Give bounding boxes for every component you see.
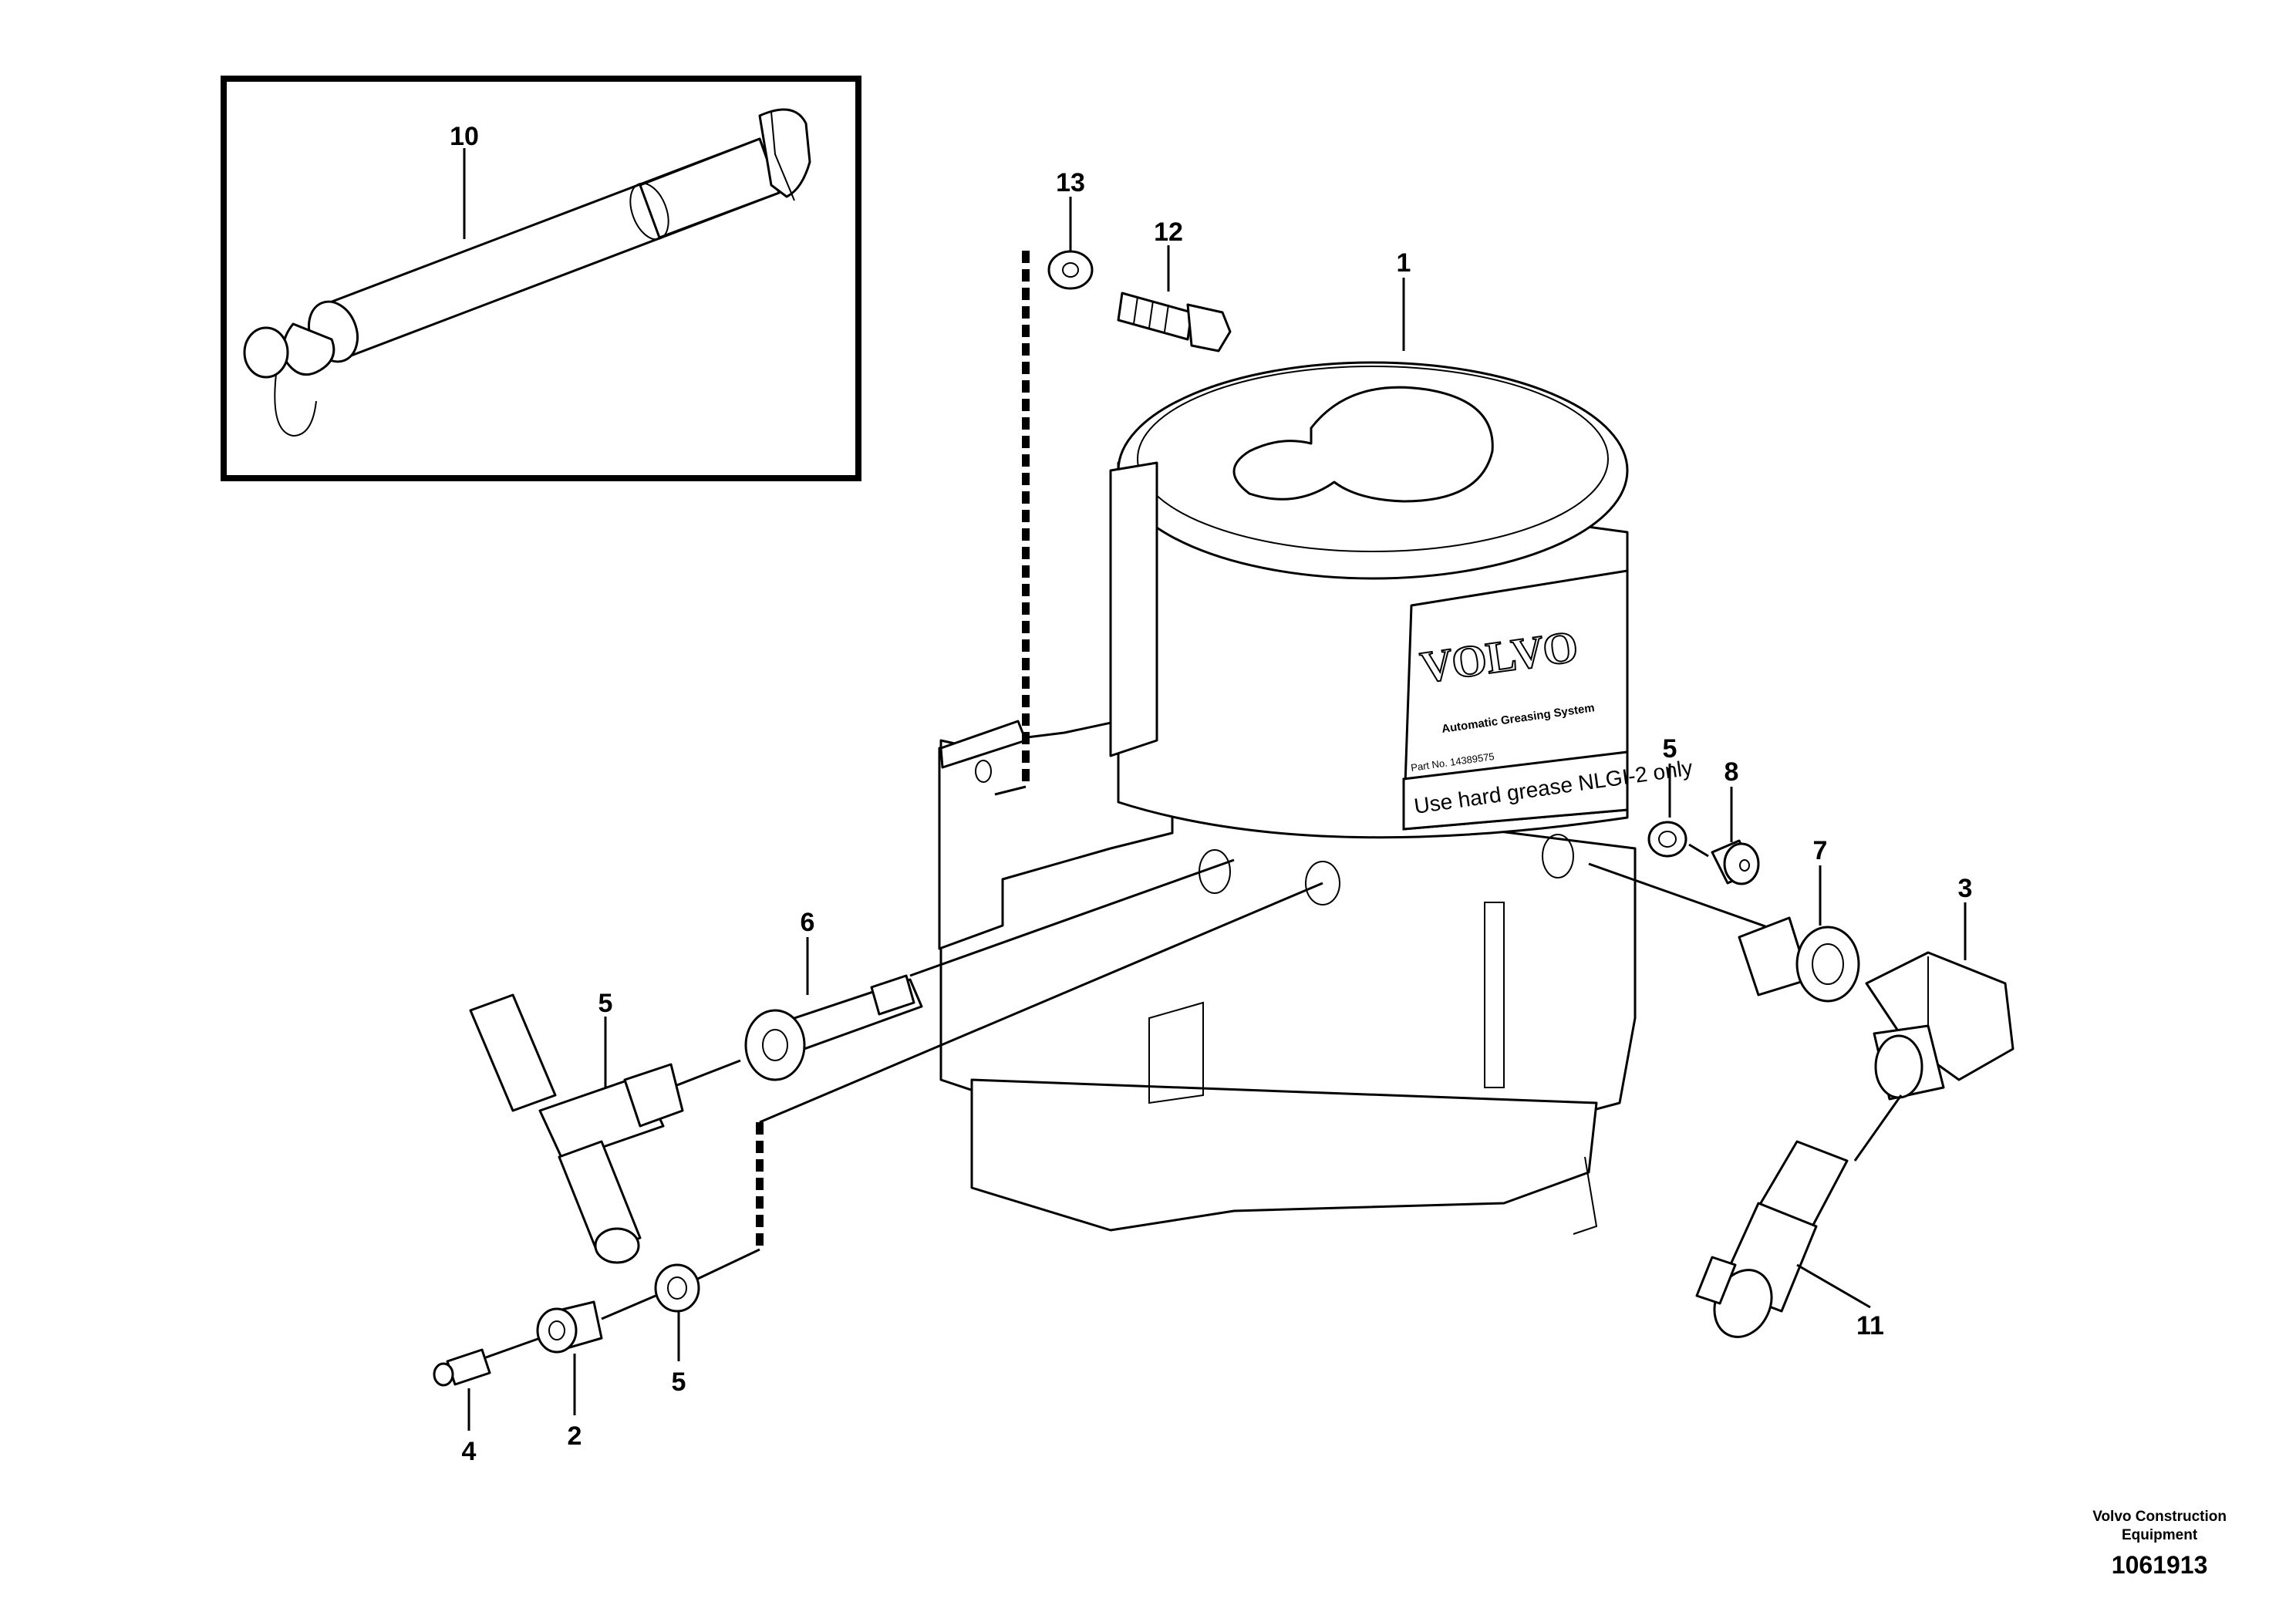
document-number: 1061913 <box>2111 1551 2208 1579</box>
callout-5-bottom: 5 <box>672 1367 686 1397</box>
washer-13 <box>1047 250 1094 290</box>
bolt-12 <box>1117 292 1232 352</box>
elbow-3 <box>1865 951 2014 1101</box>
company-name-line1: Volvo Construction <box>2092 1509 2227 1525</box>
callout-5-top: 5 <box>1663 734 1677 764</box>
callout-6: 5 <box>598 989 613 1018</box>
fitting-7 <box>744 974 923 1081</box>
callout-3: 3 <box>1958 874 1973 903</box>
callout-2: 2 <box>568 1421 582 1451</box>
nipple-2 <box>536 1300 603 1354</box>
washer-5-top <box>1647 821 1687 858</box>
grease-pump-body <box>938 361 1637 1235</box>
callout-9: 8 <box>1725 757 1739 787</box>
callout-13: 13 <box>1056 168 1085 197</box>
callout-8: 7 <box>1813 836 1828 865</box>
tee-fitting-6 <box>469 993 684 1264</box>
document-footer: Volvo Construction Equipment 1061913 <box>2092 1508 2227 1580</box>
callout-4: 4 <box>462 1437 477 1466</box>
callout-1: 1 <box>1397 248 1411 278</box>
callout-10: 10 <box>450 122 479 151</box>
adapter-8 <box>1738 916 1860 1003</box>
callout-7: 6 <box>801 908 815 937</box>
sensor-11 <box>1695 1140 1849 1338</box>
washer-5-bottom <box>654 1263 700 1313</box>
callout-11: 11 <box>1856 1311 1884 1340</box>
callout-12: 12 <box>1154 218 1183 247</box>
company-name-line2: Equipment <box>2122 1527 2198 1543</box>
plug-9 <box>1711 839 1760 885</box>
grease-cartridge <box>243 108 811 437</box>
product-label: VOLVO Automatic Greasing System Part No.… <box>1402 569 1694 831</box>
grease-nipple-4 <box>433 1348 491 1387</box>
inset-frame <box>221 76 861 481</box>
